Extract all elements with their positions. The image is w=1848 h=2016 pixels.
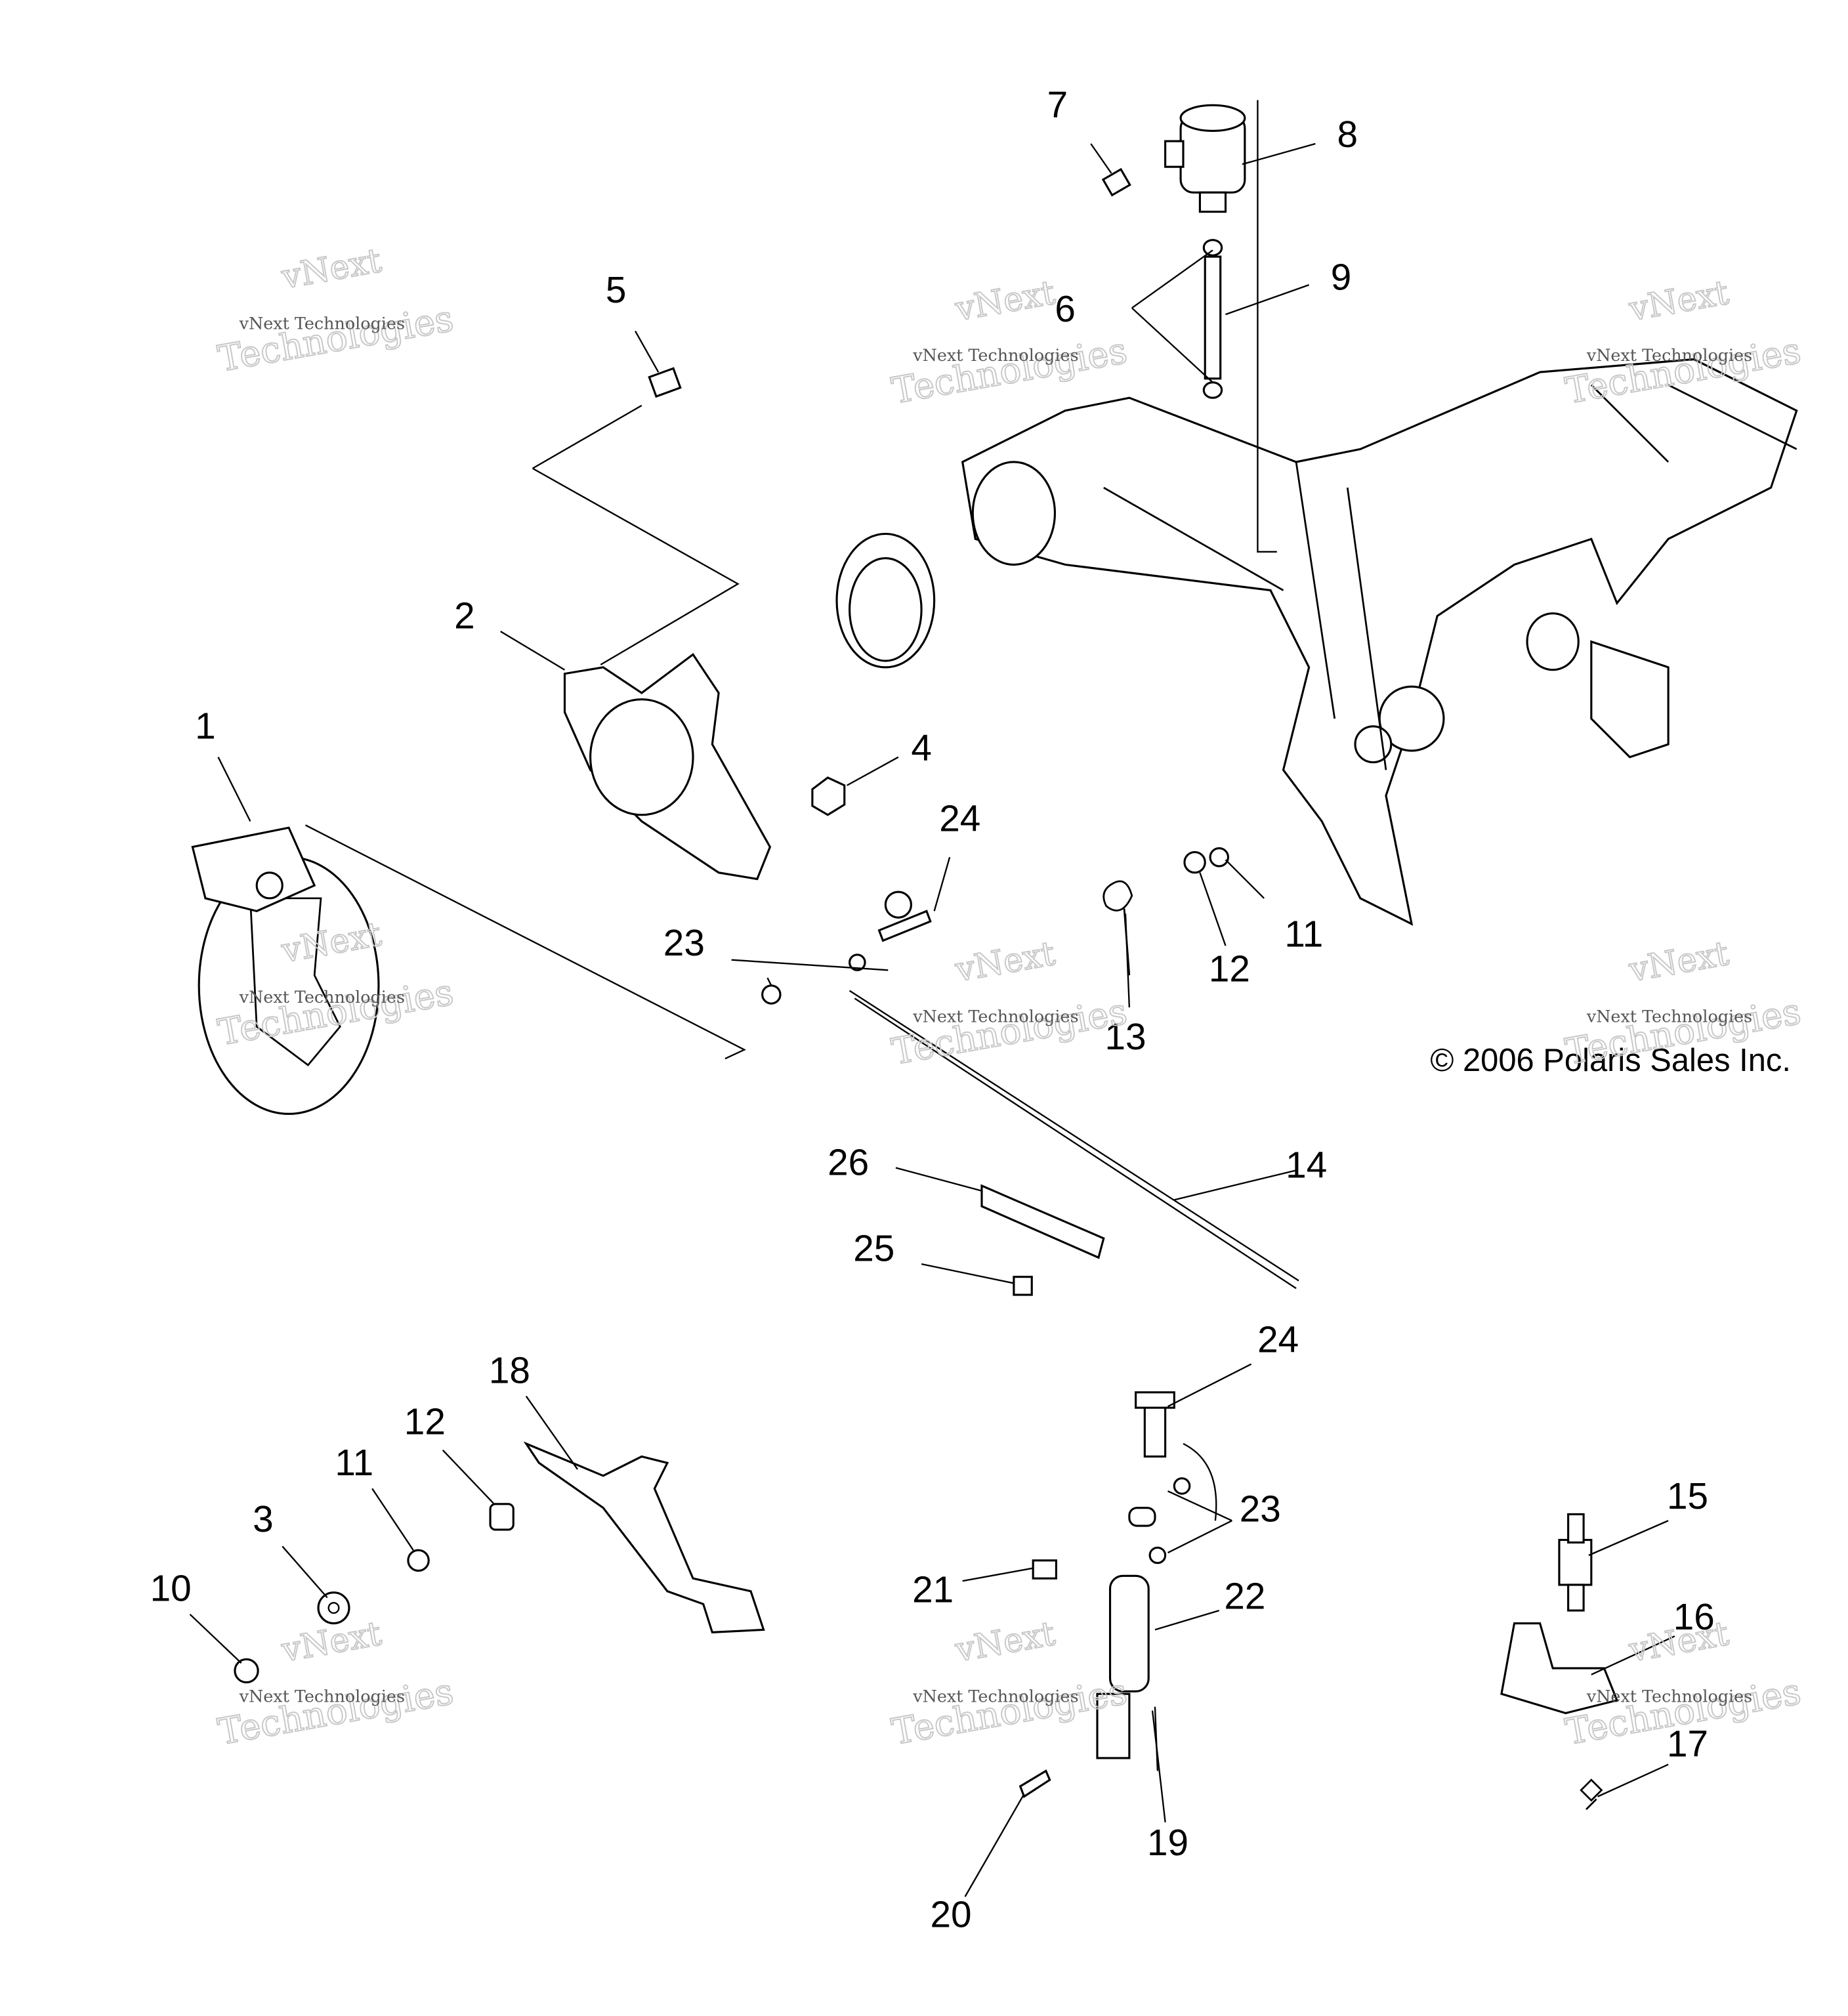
- callout-22: 22: [1224, 1576, 1265, 1617]
- svg-text:vNext Technologies: vNext Technologies: [239, 313, 405, 333]
- callout-9: 9: [1331, 257, 1352, 298]
- svg-text:vNext: vNext: [1626, 1614, 1732, 1670]
- svg-text:vNext: vNext: [1626, 273, 1732, 329]
- callout-25: 25: [853, 1228, 894, 1270]
- callout-18: 18: [489, 1350, 530, 1391]
- svg-text:vNext: vNext: [278, 1614, 385, 1670]
- svg-text:vNext Technologies: vNext Technologies: [912, 1006, 1078, 1026]
- svg-text:vNext Technologies: vNext Technologies: [1586, 345, 1752, 365]
- callout-8: 8: [1337, 114, 1358, 156]
- hardware-parts: [234, 167, 1619, 1811]
- svg-text:vNext Technologies: vNext Technologies: [239, 1687, 405, 1706]
- svg-text:vNext Technologies: vNext Technologies: [239, 987, 405, 1007]
- callout-5: 5: [606, 270, 627, 311]
- svg-text:vNext: vNext: [1626, 934, 1732, 990]
- callout-13: 13: [1104, 1017, 1146, 1058]
- callout-3: 3: [253, 1499, 274, 1540]
- callout-21: 21: [912, 1570, 954, 1611]
- callout-23-lower: 23: [1240, 1488, 1281, 1530]
- frame-assembly: [961, 358, 1798, 926]
- copyright-text: © 2006 Polaris Sales Inc.: [1430, 1043, 1791, 1078]
- svg-text:Technologies: Technologies: [889, 1670, 1130, 1753]
- callout-12: 12: [1209, 948, 1250, 990]
- callout-1: 1: [195, 706, 216, 747]
- svg-text:vNext Technologies: vNext Technologies: [1586, 1687, 1752, 1706]
- svg-text:vNext: vNext: [952, 1614, 1059, 1670]
- svg-text:Technologies: Technologies: [889, 990, 1130, 1073]
- callout-20: 20: [931, 1894, 972, 1935]
- callout-15: 15: [1667, 1476, 1708, 1517]
- bearing-part: [835, 532, 936, 669]
- callout-12-lower: 12: [404, 1402, 446, 1443]
- callout-11-lower: 11: [335, 1442, 373, 1484]
- svg-text:Technologies: Technologies: [889, 329, 1130, 412]
- callout-4: 4: [911, 728, 932, 769]
- svg-text:Technologies: Technologies: [215, 1670, 456, 1753]
- callout-19: 19: [1147, 1822, 1188, 1864]
- svg-text:vNext: vNext: [952, 934, 1059, 990]
- callout-6: 6: [1055, 289, 1076, 330]
- svg-text:vNext Technologies: vNext Technologies: [1586, 1006, 1752, 1026]
- callout-16: 16: [1673, 1597, 1715, 1638]
- callout-labels: 1 2 3 4 5 6 7 8 9 10 11 11 12 12 13 14 1…: [150, 85, 1715, 1935]
- svg-text:vNext: vNext: [278, 241, 385, 297]
- callout-2: 2: [454, 596, 475, 637]
- callout-17: 17: [1667, 1723, 1708, 1765]
- callout-23: 23: [663, 923, 705, 964]
- reservoir-part: [1164, 100, 1277, 553]
- svg-text:Technologies: Technologies: [215, 297, 456, 380]
- svg-text:vNext Technologies: vNext Technologies: [912, 345, 1078, 365]
- svg-text:vNext: vNext: [952, 273, 1059, 329]
- callout-24-lower: 24: [1257, 1319, 1299, 1360]
- callout-24: 24: [939, 798, 980, 839]
- callout-11: 11: [1284, 914, 1323, 955]
- svg-text:vNext Technologies: vNext Technologies: [912, 1687, 1078, 1706]
- callout-7: 7: [1047, 85, 1068, 126]
- callout-26: 26: [828, 1143, 869, 1184]
- leader-lines: [189, 142, 1675, 1897]
- callout-10: 10: [150, 1568, 192, 1610]
- brake-disc-assembly: [191, 653, 772, 1115]
- callout-14: 14: [1286, 1144, 1327, 1186]
